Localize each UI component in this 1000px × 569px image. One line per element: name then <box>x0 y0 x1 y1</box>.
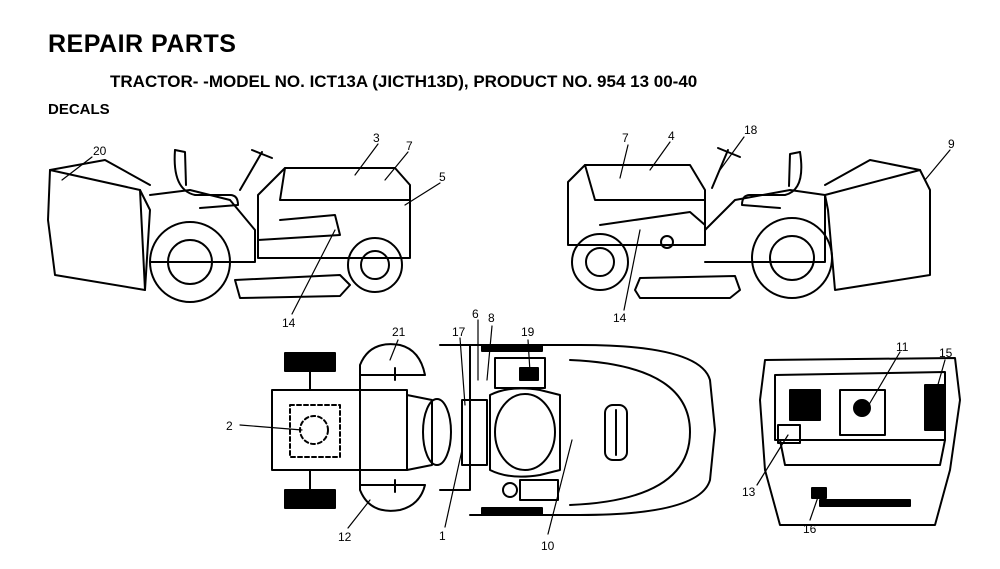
callout-8: 8 <box>488 311 495 325</box>
callout-2: 2 <box>226 419 233 433</box>
callout-9: 9 <box>948 137 955 151</box>
callout-4: 4 <box>668 129 675 143</box>
callout-19: 19 <box>521 325 535 339</box>
callout-15: 15 <box>939 346 953 360</box>
callout-7: 7 <box>622 131 629 145</box>
callout-6: 6 <box>472 307 479 321</box>
callout-1: 1 <box>439 529 446 543</box>
callout-11: 11 <box>896 340 909 354</box>
section-heading: DECALS <box>48 101 110 118</box>
callout-7: 7 <box>406 139 413 153</box>
callout-3: 3 <box>373 131 380 145</box>
dash-panel-view <box>759 357 961 526</box>
callout-16: 16 <box>803 522 817 536</box>
callout-14: 14 <box>613 311 627 325</box>
tractor-left-side-view <box>47 149 411 303</box>
callout-20: 20 <box>93 144 107 158</box>
callout-18: 18 <box>744 123 758 137</box>
callout-leaders <box>61 136 951 535</box>
callout-12: 12 <box>338 530 352 544</box>
tractor-top-view <box>271 343 716 516</box>
model-subtitle: TRACTOR- -MODEL NO. ICT13A (JICTH13D), P… <box>110 72 698 91</box>
callout-numbers: 20 3 7 5 14 7 4 18 9 14 2 21 17 6 8 19 1… <box>93 123 955 553</box>
callout-10: 10 <box>541 539 555 553</box>
callout-14: 14 <box>282 316 296 330</box>
callout-5: 5 <box>439 170 446 184</box>
callout-21: 21 <box>392 325 406 339</box>
page-title: REPAIR PARTS <box>48 30 237 58</box>
callout-13: 13 <box>742 485 756 499</box>
callout-17: 17 <box>452 325 466 339</box>
